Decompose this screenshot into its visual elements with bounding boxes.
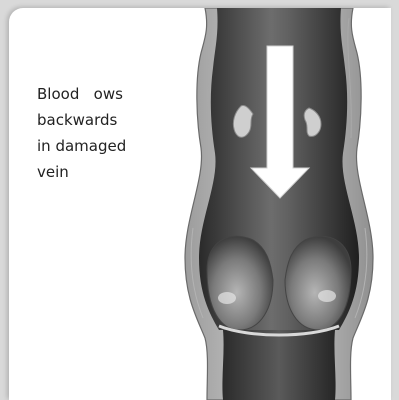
vein-illustration bbox=[9, 8, 391, 400]
vein-lower-tube bbox=[222, 330, 335, 400]
figure-panel: Blood ows backwards in damaged vein bbox=[9, 8, 391, 400]
figure-frame: Blood ows backwards in damaged vein bbox=[0, 0, 399, 388]
valve-leaflet-right bbox=[285, 236, 351, 330]
valve-leaflet-left bbox=[207, 236, 273, 330]
